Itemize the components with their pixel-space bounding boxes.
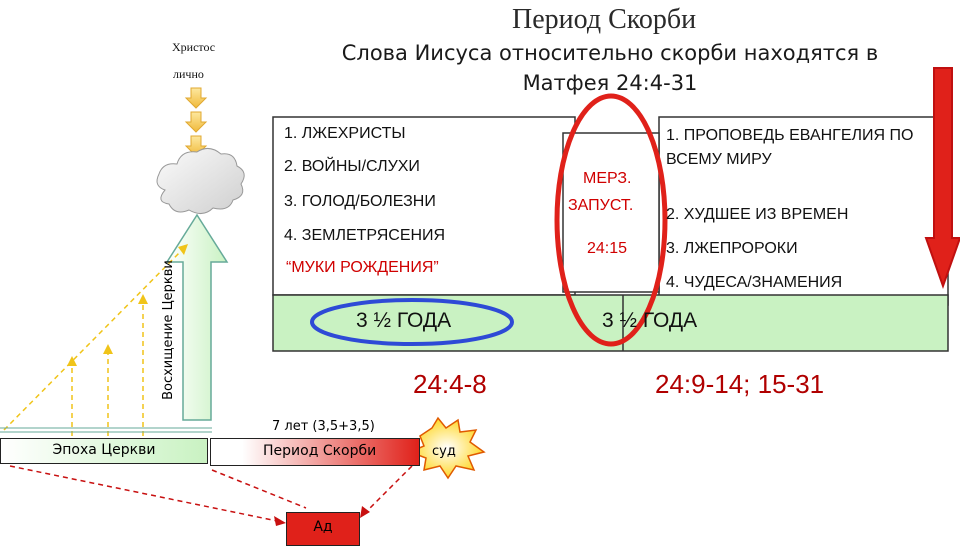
abomination-line1: МЕРЗ. (583, 170, 632, 187)
judgment-label: суд (432, 444, 456, 459)
tribulation-period-label: Период Скорби (263, 443, 377, 459)
years-label: 7 лет (3,5+3,5) (272, 419, 375, 434)
abomination-line2: ЗАПУСТ. (568, 197, 634, 214)
second-half-reference: 24:9-14; 15-31 (655, 369, 825, 399)
page-subtitle: Слова Иисуса относительно скорби находят… (341, 41, 879, 95)
page-title: Период Скорби (512, 4, 697, 35)
abomination-reference: 24:15 (587, 240, 628, 257)
second-half-item: 1. ПРОПОВЕДЬ ЕВАНГЕЛИЯ ПО ВСЕМУ МИРУ (666, 127, 914, 168)
down-arrow-icon (924, 67, 960, 289)
first-half-item: 2. ВОЙНЫ/СЛУХИ (284, 158, 420, 175)
church-age-bar: Эпоха Церкви (0, 438, 208, 464)
rapture-arrow (165, 213, 229, 421)
to-hell-arrows (9, 465, 413, 523)
table-frame (272, 116, 949, 352)
hell-box: Ад (286, 512, 360, 546)
first-half-item: 3. ГОЛОД/БОЛЕЗНИ (284, 193, 436, 210)
second-half-item: 3. ЛЖЕПРОРОКИ (666, 240, 798, 257)
first-half-reference: 24:4-8 (413, 369, 487, 399)
rising-dashed-arrows (3, 247, 185, 436)
church-age-label: Эпоха Церкви (52, 442, 156, 458)
first-half-item: 4. ЗЕМЛЕТРЯСЕНИЯ (284, 227, 446, 244)
rapture-label: Восхищение Церкви (161, 245, 176, 415)
christ-label-line1: Христос (172, 40, 216, 54)
first-half-highlight-oval (310, 298, 514, 346)
second-half-duration: 3 ½ ГОДА (602, 309, 698, 332)
tribulation-period-bar: Период Скорби (210, 438, 420, 466)
middle-highlight-oval (554, 93, 668, 347)
hell-label: Ад (313, 519, 333, 535)
christ-label-line2: лично (173, 67, 204, 81)
birth-pains-label: “МУКИ РОЖДЕНИЯ” (286, 259, 439, 276)
first-half-duration: 3 ½ ГОДА (356, 309, 452, 332)
second-half-item: 2. ХУДШЕЕ ИЗ ВРЕМЕН (666, 206, 849, 223)
first-half-item: 1. ЛЖЕХРИСТЫ (284, 125, 406, 142)
rapture-label-text: Восхищение Церкви (161, 260, 176, 400)
descent-arrows (184, 87, 208, 157)
cloud-icon (156, 148, 245, 214)
judgment-burst (407, 416, 486, 480)
second-half-item: 4. ЧУДЕСА/ЗНАМЕНИЯ (666, 274, 843, 291)
